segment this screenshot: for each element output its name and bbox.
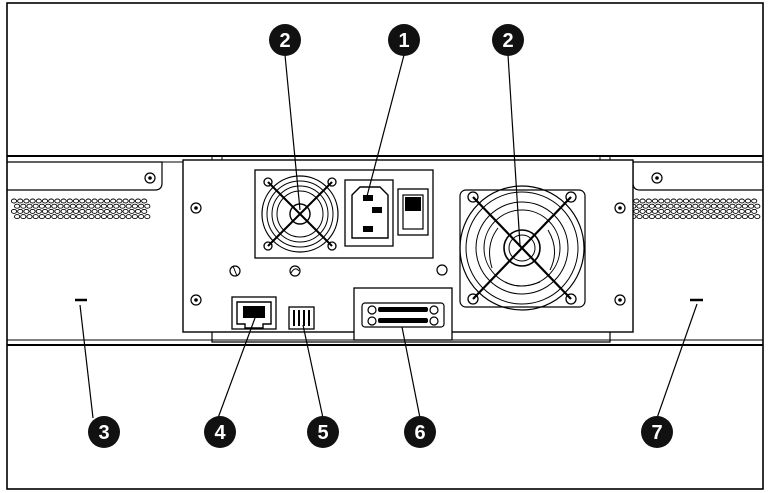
callout-number: 6 bbox=[414, 422, 425, 444]
callouts-layer: 1 2 2 3 4 5 6 7 bbox=[88, 24, 673, 448]
power-supply-block bbox=[254, 169, 434, 259]
power-supply-screws bbox=[229, 264, 448, 277]
leader-lines bbox=[79, 54, 698, 419]
callout-number: 1 bbox=[398, 30, 409, 52]
callout-badge bbox=[307, 416, 339, 448]
callout-number: 7 bbox=[651, 422, 662, 444]
callout-badge bbox=[404, 416, 436, 448]
callout-badge bbox=[88, 416, 120, 448]
callout-number: 2 bbox=[279, 30, 290, 52]
fan-icon bbox=[261, 175, 339, 253]
power-switch-icon bbox=[397, 188, 429, 236]
dip-switch-icon bbox=[288, 306, 315, 330]
callout-number: 5 bbox=[317, 422, 328, 444]
callout-6: 6 bbox=[404, 416, 436, 448]
left-side-bracket bbox=[7, 161, 163, 191]
left-vent-grille bbox=[10, 198, 151, 220]
callout-number: 4 bbox=[214, 422, 226, 444]
callout-5: 5 bbox=[307, 416, 339, 448]
callout-number: 3 bbox=[98, 422, 109, 444]
callout-badge bbox=[388, 24, 420, 56]
callout-2a: 2 bbox=[269, 24, 301, 56]
callout-3: 3 bbox=[88, 416, 120, 448]
callout-number: 2 bbox=[502, 30, 513, 52]
callout-badge bbox=[641, 416, 673, 448]
right-vent-grille bbox=[620, 198, 761, 220]
callout-4: 4 bbox=[204, 416, 236, 448]
callout-7: 7 bbox=[641, 416, 673, 448]
ethernet-port-icon bbox=[231, 296, 277, 330]
callout-2b: 2 bbox=[492, 24, 524, 56]
fan-icon bbox=[459, 185, 586, 311]
callout-badge bbox=[269, 24, 301, 56]
scsi-connector-icon bbox=[353, 287, 453, 341]
callout-badge bbox=[204, 416, 236, 448]
power-connector-icon bbox=[344, 179, 394, 247]
callout-badge bbox=[492, 24, 524, 56]
callout-1: 1 bbox=[388, 24, 420, 56]
